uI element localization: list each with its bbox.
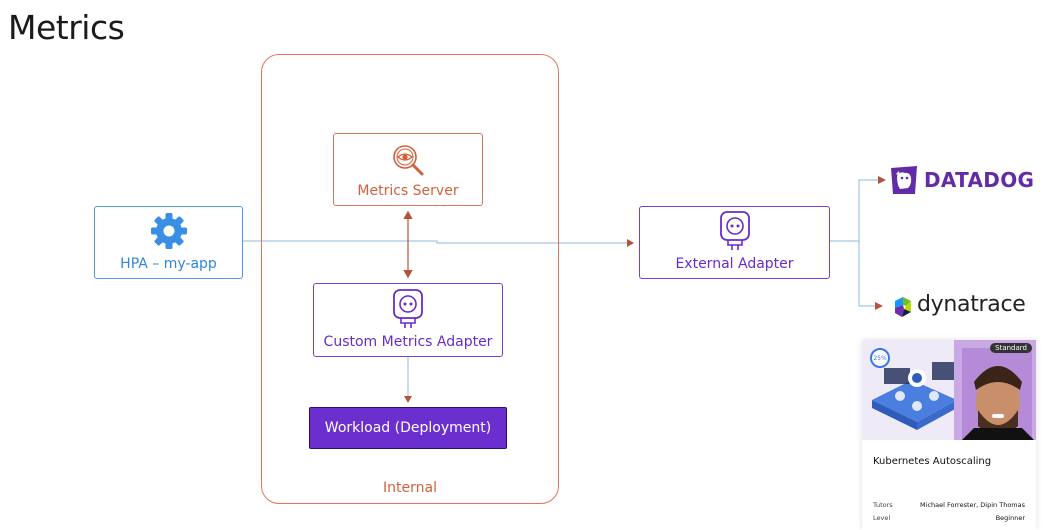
course-illustration	[862, 340, 1036, 440]
level-value: Beginner	[995, 514, 1025, 522]
progress-indicator: 25%	[870, 348, 890, 368]
plan-badge: Standard	[990, 343, 1032, 353]
external-to-providers-connector	[830, 179, 883, 307]
external-adapter-node: External Adapter	[639, 206, 830, 279]
custom-metrics-adapter-label: Custom Metrics Adapter	[323, 334, 493, 350]
magnifier-eye-icon	[393, 145, 424, 176]
external-adapter-label: External Adapter	[675, 256, 794, 272]
internal-label: Internal	[383, 480, 437, 496]
workload-node: Workload (Deployment)	[309, 407, 507, 449]
course-thumbnail: 25% Standard	[862, 340, 1036, 440]
plug-adapter-icon	[719, 211, 750, 250]
metrics-server-label: Metrics Server	[357, 183, 459, 199]
dynatrace-wordmark: dynatrace	[917, 292, 1026, 317]
plug-adapter-icon	[393, 289, 423, 328]
hpa-to-external-connector	[243, 239, 634, 247]
custom-metrics-adapter-node: Custom Metrics Adapter	[313, 283, 503, 357]
tutors-label: Tutors	[873, 501, 893, 509]
dynatrace-logo-icon	[895, 297, 911, 317]
level-label: Level	[873, 514, 891, 522]
gear-icon	[150, 213, 187, 249]
hpa-label: HPA – my-app	[120, 256, 217, 272]
hpa-node: HPA – my-app	[94, 206, 243, 279]
course-title: Kubernetes Autoscaling	[873, 456, 992, 467]
page-title: Metrics	[8, 8, 125, 47]
internal-boundary	[261, 54, 559, 504]
course-card[interactable]: 25% Standard Kubernetes Autoscaling Tuto…	[862, 340, 1036, 530]
datadog-logo-icon	[891, 166, 917, 194]
datadog-wordmark: DATADOG	[924, 168, 1035, 192]
metrics-server-node: Metrics Server	[333, 133, 483, 206]
tutors-value: Michael Forrester, Dipin Thomas	[920, 501, 1025, 509]
